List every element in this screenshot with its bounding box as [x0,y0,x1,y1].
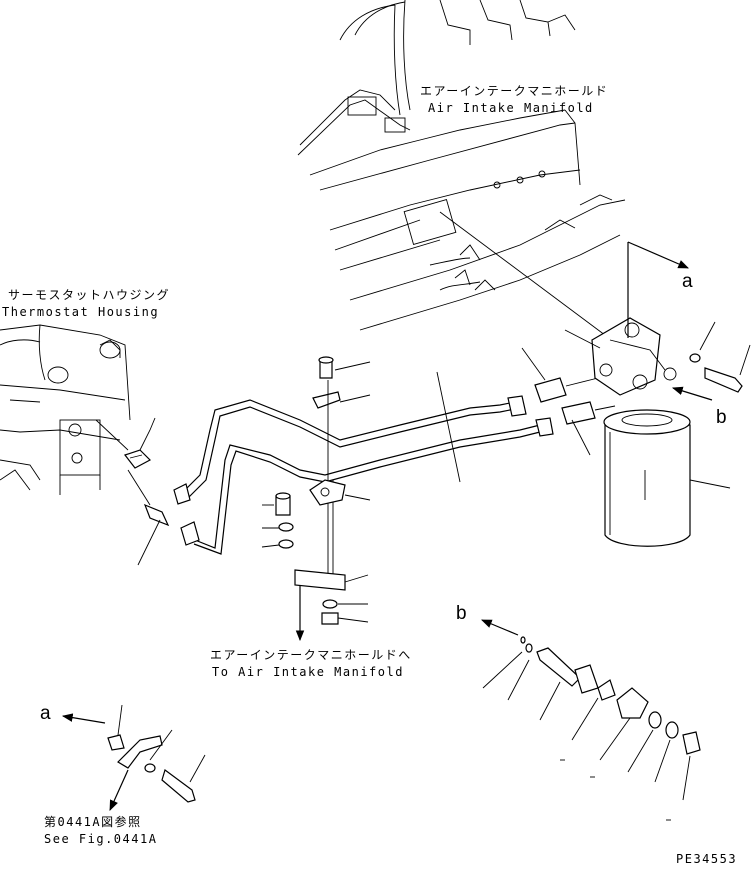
mount-bolt-right [689,321,751,393]
thermostat-housing-drawing [0,324,131,495]
engine-block-outline [297,0,626,331]
detail-b-sensor [481,619,701,821]
cooler-tubes [173,395,554,555]
clamp-bolt-stack-left [261,492,294,549]
arrow-b-to-port [671,386,713,401]
oil-filter-cartridge [603,409,731,547]
to-air-intake-manifold-label-jp: エアーインテークマニホールドへ [210,648,412,662]
callout-a-detail: a [40,703,51,724]
tube-leader [436,371,461,483]
thermostat-housing-label-en: Thermostat Housing [2,305,160,319]
filter-head [564,241,689,396]
see-fig-label-en: See Fig.0441A [44,832,158,846]
air-intake-manifold-label-jp: エアーインテークマニホールド [420,84,609,98]
filter-head-leader [439,211,626,351]
clamp-bracket-assembly [294,356,371,642]
callout-b-right: b [716,407,727,428]
straight-adapter-left [127,469,170,566]
to-air-intake-manifold-label-en: To Air Intake Manifold [212,665,404,679]
detail-a-clip [61,704,206,811]
elbow-fitting [124,417,156,469]
callout-a-top: a [682,271,693,292]
elbow-leader [95,419,129,451]
see-fig-label-jp: 第0441A図参照 [44,815,142,829]
thermostat-housing-label-jp: サーモスタットハウジング [8,288,171,302]
air-intake-manifold-label-en: Air Intake Manifold [428,101,594,115]
connector-fittings-right [521,347,616,456]
figure-code: PE34553 [676,852,738,866]
callout-b-detail: b [456,603,467,624]
